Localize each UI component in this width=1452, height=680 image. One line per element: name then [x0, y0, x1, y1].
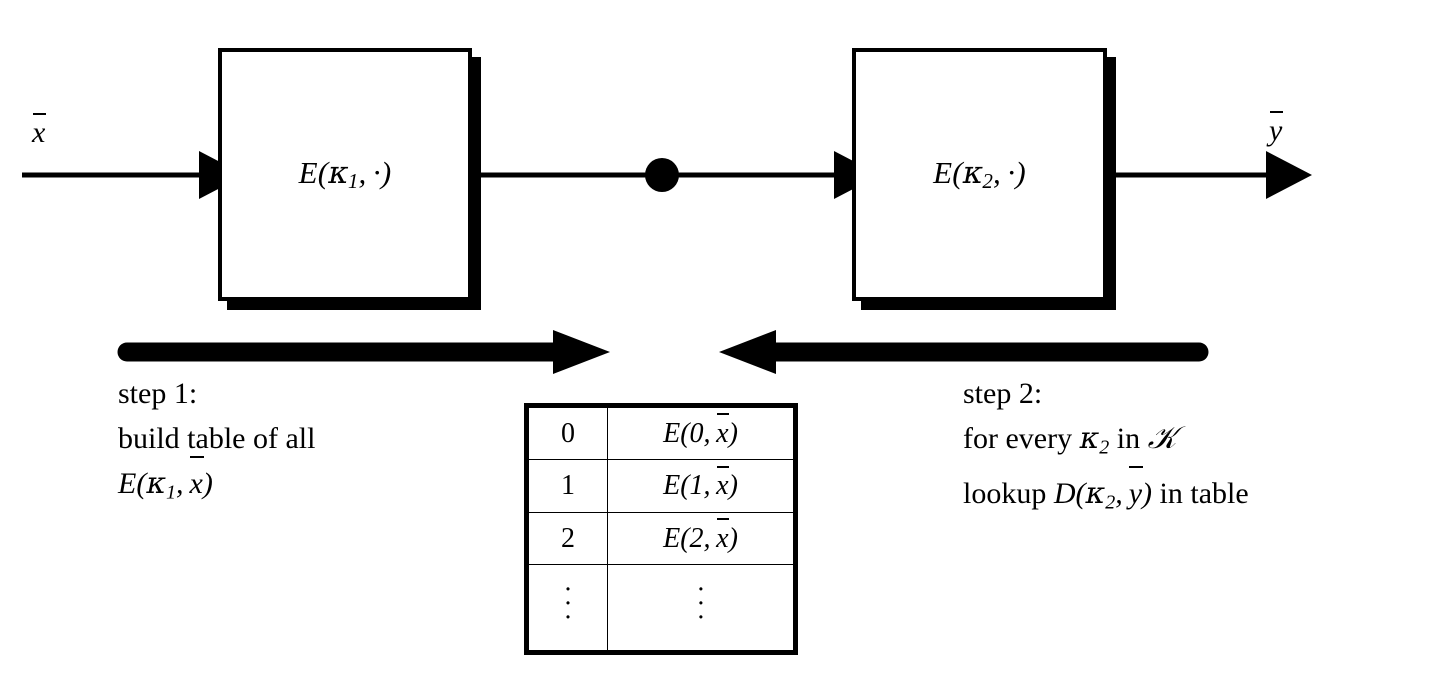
table-cell-key: 1: [528, 459, 608, 513]
first-encryption-box-label: E(κ1, ·): [298, 154, 392, 194]
table-cell-value-ellipsis: ···: [607, 564, 794, 651]
table-row[interactable]: 1 E(1, x): [528, 459, 794, 513]
table-cell-value: E(2, x): [607, 511, 794, 566]
step-2-line-1: step 2:: [963, 377, 1043, 410]
middle-connector: [472, 151, 880, 199]
table-row-ellipsis: ··· ···: [528, 564, 794, 651]
step-1-line-3: E(κ1, x): [118, 456, 315, 516]
second-encryption-box[interactable]: E(κ2, ·): [852, 48, 1107, 301]
table-cell-value: E(0, x): [607, 406, 794, 461]
first-encryption-box[interactable]: E(κ1, ·): [218, 48, 472, 301]
table-row[interactable]: 0 E(0, x): [528, 406, 794, 461]
output-label: y: [1269, 111, 1284, 147]
step-1-caption: step 1: build table of all E(κ1, x): [118, 371, 315, 516]
intermediate-value-node: [645, 158, 679, 192]
step-1-line-1: step 1:: [118, 377, 198, 410]
input-label: x: [32, 113, 47, 149]
step-1-arrow: [117, 330, 610, 374]
table-cell-key: 2: [528, 511, 608, 566]
table-row[interactable]: 2 E(2, x): [528, 511, 794, 566]
step-1-line-2: build table of all: [118, 422, 316, 455]
table-cell-key: 0: [528, 406, 608, 461]
precomputed-lookup-table[interactable]: 0 E(0, x) 1 E(1, x) 2 E(2, x) ··· ···: [524, 403, 798, 655]
step-2-caption: step 2: for every κ2 in 𝒦 lookup D(κ2, y…: [963, 371, 1249, 525]
table-cell-value: E(1, x): [607, 459, 794, 513]
step-2-arrow: [719, 330, 1209, 374]
second-encryption-box-label: E(κ2, ·): [933, 154, 1026, 194]
step-2-line-3: lookup D(κ2, y) in table: [963, 465, 1249, 526]
step-2-line-2: for every κ2 in 𝒦: [963, 420, 1177, 459]
table-cell-key-ellipsis: ···: [528, 564, 608, 651]
